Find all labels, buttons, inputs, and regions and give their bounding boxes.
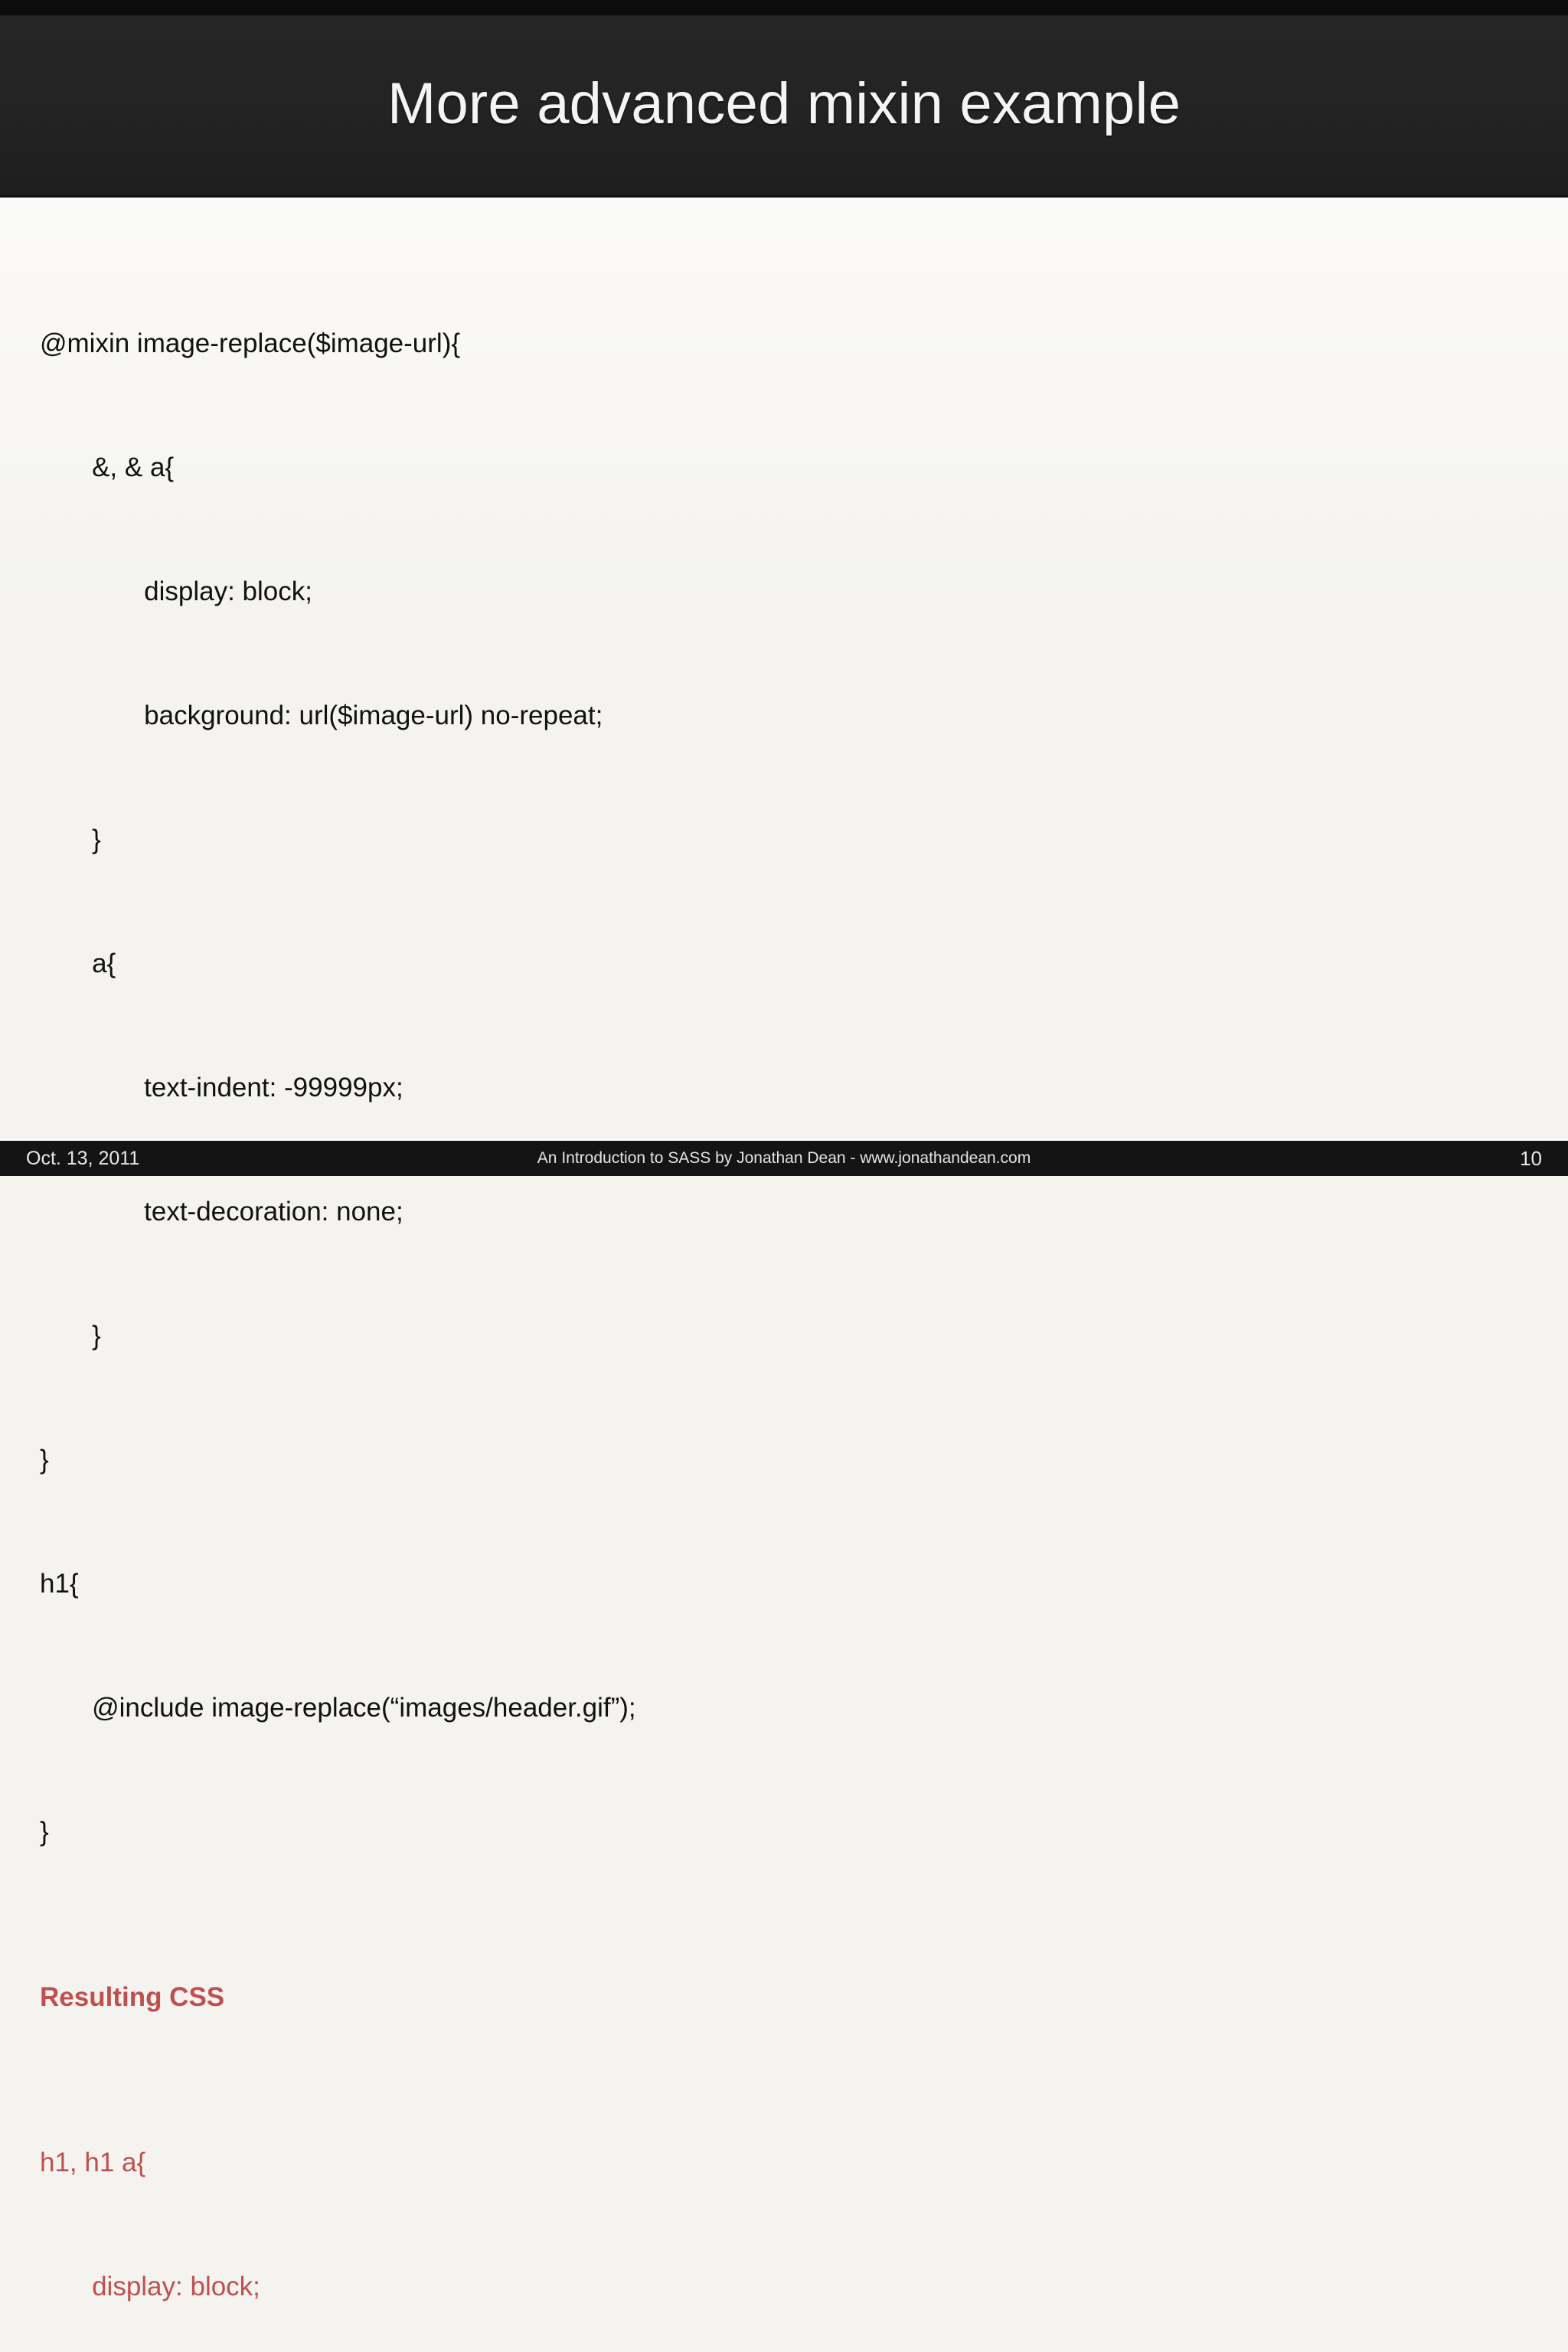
slide-header: More advanced mixin example: [0, 15, 1568, 201]
code-line: a{: [40, 949, 116, 978]
footer-page-number: 10: [1520, 1146, 1542, 1170]
page-title: More advanced mixin example: [387, 71, 1181, 136]
css-line: display: block;: [40, 2272, 260, 2301]
code-line: display: block;: [40, 577, 312, 606]
footer-date: Oct. 13, 2011: [26, 1147, 140, 1169]
code-line: text-decoration: none;: [40, 1197, 403, 1227]
code-line: }: [40, 1321, 101, 1351]
resulting-css-heading: Resulting CSS: [40, 1982, 225, 2012]
slide-footer: Oct. 13, 2011 An Introduction to SASS by…: [0, 1139, 1568, 1176]
code-line: @mixin image-replace($image-url){: [40, 328, 461, 358]
slide-content: @mixin image-replace($image-url){ &, & a…: [0, 198, 1568, 2352]
top-black-strip: [0, 0, 1568, 15]
footer-attribution: An Introduction to SASS by Jonathan Dean…: [537, 1149, 1031, 1167]
code-line: background: url($image-url) no-repeat;: [40, 701, 603, 730]
code-line: text-indent: -99999px;: [40, 1073, 403, 1102]
css-line: h1, h1 a{: [40, 2148, 146, 2177]
code-line: @include image-replace(“images/header.gi…: [40, 1693, 636, 1723]
code-block: @mixin image-replace($image-url){ &, & a…: [40, 240, 1568, 2352]
code-line: &, & a{: [40, 452, 175, 482]
code-line: h1{: [40, 1569, 79, 1599]
code-line: }: [40, 1817, 49, 1847]
code-line: }: [40, 1445, 49, 1475]
code-line: }: [40, 825, 101, 854]
